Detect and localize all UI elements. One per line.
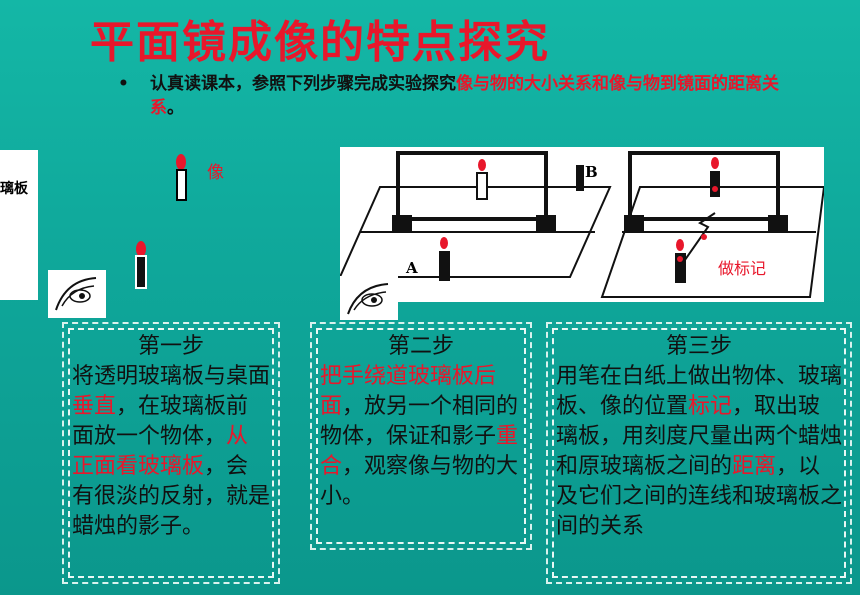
instruction-red: 像与物的大小关系和像与物到镜面的距离关系 <box>150 74 779 118</box>
step-three-text-2: ，取出玻璃板，用刻度尺量出两个蜡烛和原玻璃板之间的 <box>556 394 843 479</box>
eye-icon-2 <box>340 276 398 320</box>
mark-label: 做标记 <box>718 259 767 278</box>
object-candle-icon <box>135 241 147 289</box>
step-two-heading: 第二步 <box>387 334 454 359</box>
step-three-highlight-2: 距离 <box>732 454 777 479</box>
left-figure-panel: 璃板 <box>0 150 38 300</box>
step-two-highlight-1: 把手绕道玻璃板后面 <box>320 364 497 419</box>
eye-icon <box>48 270 106 318</box>
step-two-text-1: ，放另一个相同的物体，保证和影子 <box>320 394 519 449</box>
step-three-text-1: 用笔在白纸上做出物体、玻璃板、像的位置 <box>556 364 843 419</box>
step-one-body: 将透明玻璃板与桌面垂直，在玻璃板前面放一个物体，从正面看玻璃板，会有很淡的反射，… <box>72 362 270 542</box>
step-one-heading: 第一步 <box>137 334 204 359</box>
step-one-text-1: 将透明玻璃板与桌面 <box>72 364 271 389</box>
step-one-box: 第一步 将透明玻璃板与桌面垂直，在玻璃板前面放一个物体，从正面看玻璃板，会有很淡… <box>62 322 280 584</box>
image-label: 像 <box>207 163 224 183</box>
instruction-bullet: • 认真读课本，参照下列步骤完成实验探究像与物的大小关系和像与物到镜面的距离关系… <box>118 72 798 120</box>
step-one-inner-border <box>68 328 274 578</box>
left-panel-label: 璃板 <box>0 181 28 197</box>
step-two-highlight-2: 重合 <box>320 424 519 479</box>
step-three-box: 第三步 用笔在白纸上做出物体、玻璃板、像的位置标记，取出玻璃板，用刻度尺量出两个… <box>546 322 852 584</box>
candle-b-label: B <box>585 163 598 181</box>
experiment-setup-svg <box>338 151 826 298</box>
step-two-text-2: ，观察像与物的大小。 <box>320 454 519 509</box>
instruction-text: 认真读课本，参照下列步骤完成实验探究像与物的大小关系和像与物到镜面的距离关系。 <box>150 72 798 120</box>
step-one-highlight-1: 垂直 <box>72 394 117 419</box>
instruction-black: 认真读课本，参照下列步骤完成实验探究 <box>150 74 456 94</box>
step-two-box: 第二步 把手绕道玻璃板后面，放另一个相同的物体，保证和影子重合，观察像与物的大小… <box>310 322 532 550</box>
experiment-diagram: A B 做标记 <box>338 147 826 302</box>
bullet-marker: • <box>118 74 129 94</box>
step-three-text-3: ，以及它们之间的连线和玻璃板之间的关系 <box>556 454 843 539</box>
step-one-text-2: ，在玻璃板前面放一个物体， <box>72 394 249 449</box>
candle-a-label: A <box>406 259 418 277</box>
step-one-text-3: ，会有很淡的反射，就是蜡烛的影子。 <box>72 454 271 539</box>
step-one-highlight-2: 从正面看玻璃板 <box>72 424 249 479</box>
image-candle-icon <box>176 154 187 201</box>
step-two-body: 把手绕道玻璃板后面，放另一个相同的物体，保证和影子重合，观察像与物的大小。 <box>320 362 522 512</box>
step-two-inner-border <box>316 328 526 544</box>
step-three-body: 用笔在白纸上做出物体、玻璃板、像的位置标记，取出玻璃板，用刻度尺量出两个蜡烛和原… <box>556 362 842 542</box>
step-three-heading: 第三步 <box>665 334 732 359</box>
instruction-end: 。 <box>167 98 184 118</box>
step-three-inner-border <box>552 328 846 578</box>
step-three-highlight-1: 标记 <box>688 394 733 419</box>
page-title: 平面镜成像的特点探究 <box>90 17 550 68</box>
